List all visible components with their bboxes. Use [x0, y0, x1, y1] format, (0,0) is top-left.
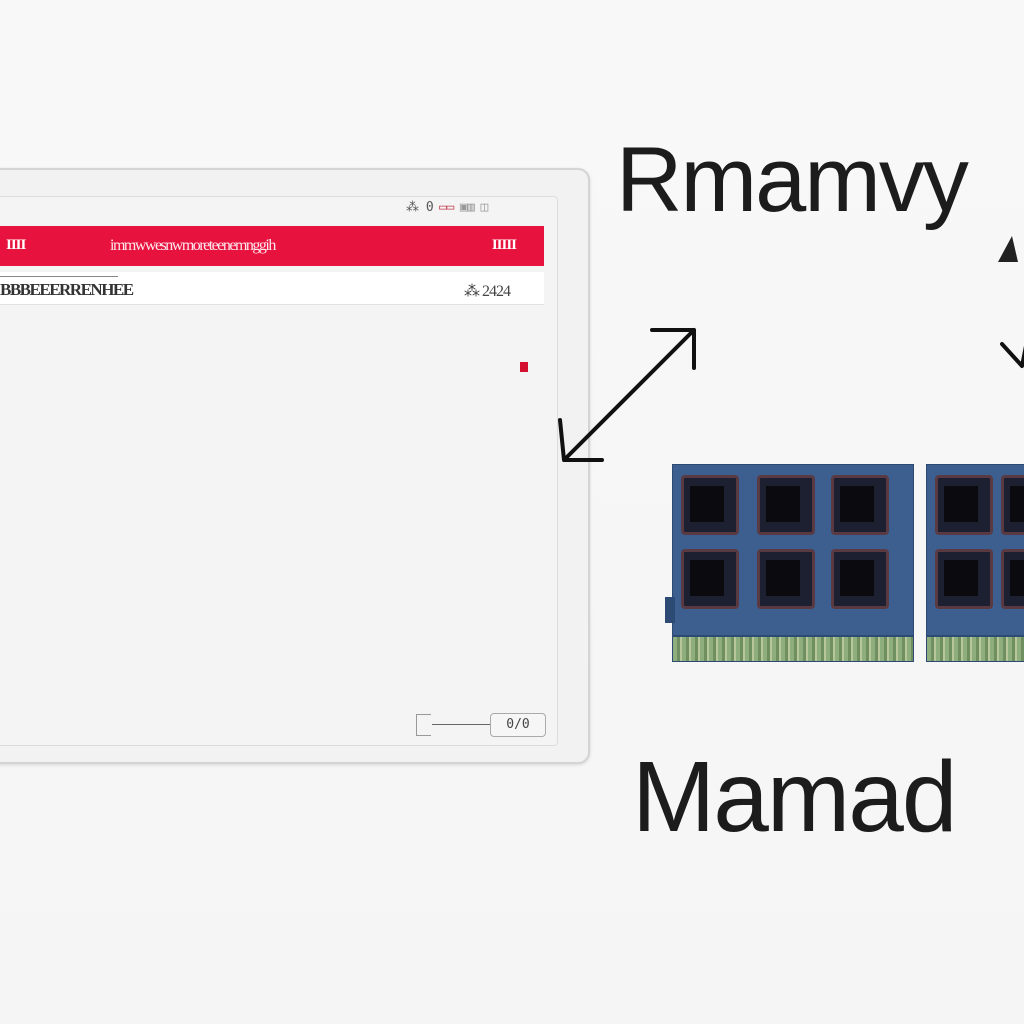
ram-contacts: [927, 635, 1024, 661]
ram-chip: [831, 475, 889, 535]
heading-bottom: Mamad: [632, 741, 957, 853]
header-divider: [0, 276, 118, 277]
toolbar-left-label[interactable]: IIII: [6, 237, 26, 253]
ram-latch: [665, 597, 675, 623]
window-control-1[interactable]: ⁂ 0: [406, 200, 434, 215]
app-toolbar: IIII immwwesnwmoreteenemnggih IIIII: [0, 226, 544, 266]
ram-chip: [831, 549, 889, 609]
chevron-down-icon: [1000, 342, 1024, 368]
window-controls: ⁂ 0 ▭▭ ▣▥ ◫: [406, 200, 1002, 215]
ram-chip: [935, 475, 993, 535]
window-control-4[interactable]: ◫: [480, 200, 488, 215]
window-control-2[interactable]: ▭▭: [439, 200, 454, 215]
ram-chip: [1001, 475, 1024, 535]
ram-chip: [681, 549, 739, 609]
double-arrow-icon: [558, 328, 696, 462]
heading-top: Rmamvy: [616, 129, 969, 231]
ram-module-icon: [926, 464, 1024, 662]
ram-chip: [757, 549, 815, 609]
header-left-text[interactable]: BBBEEERRENHEE: [0, 280, 134, 299]
zoom-button[interactable]: 0/0: [490, 713, 546, 737]
ram-contacts: [673, 635, 913, 661]
status-bracket-icon: [416, 714, 431, 736]
status-connector: [432, 724, 502, 725]
small-arrowhead-icon: [998, 236, 1018, 262]
header-right-text: ⁂ 2424: [464, 283, 511, 300]
ram-chip: [757, 475, 815, 535]
window-control-3[interactable]: ▣▥: [459, 200, 475, 215]
ram-module-icon: [665, 464, 914, 662]
status-zoom-widget: 0/0: [416, 712, 546, 738]
content-header-row: BBBEEERRENHEE ⁂ 2424: [0, 272, 544, 305]
ram-chip: [1001, 549, 1024, 609]
toolbar-title: immwwesnwmoreteenemnggih: [110, 237, 276, 254]
ram-chip: [681, 475, 739, 535]
ram-chip: [935, 549, 993, 609]
notification-dot: [520, 362, 528, 372]
toolbar-right-label[interactable]: IIIII: [491, 237, 517, 253]
